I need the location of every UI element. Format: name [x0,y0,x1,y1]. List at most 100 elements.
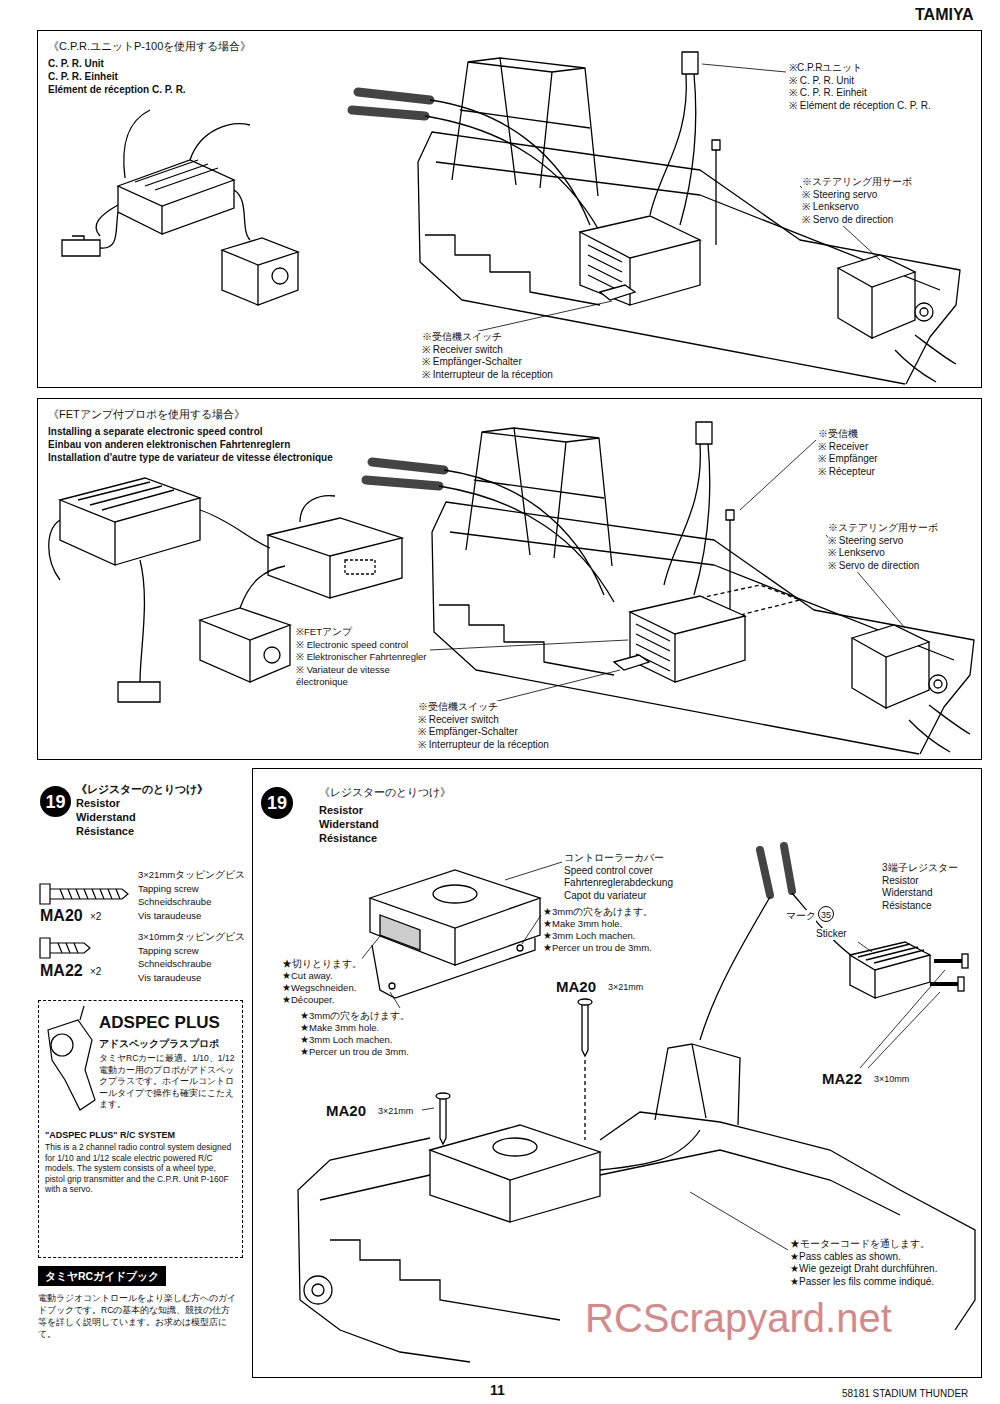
step-number-text: 19 [267,793,287,813]
line-art [430,1150,600,1222]
callout-text: ※ Empfänger-Schalter [422,356,553,369]
callout-text: ※ Receiver [818,441,878,454]
callout-group: 58181 STADIUM THUNDER [842,1388,968,1400]
callout-group: ★切りとります。★Cut away.★Wegschneiden.★Découpe… [282,958,362,1006]
screw-drawings [40,884,128,958]
line-art [580,216,700,258]
line-art [389,983,395,989]
callout-group: RCScrapyard.net [585,1296,892,1340]
line-art [852,638,929,708]
callout-text: ※ Steering servo [802,189,912,202]
advert-box: ADSPEC PLUSアドスペックプラスプロポタミヤRCカーに最適。1/10、1… [38,1000,243,1258]
callout-text: Tapping screw [138,944,245,958]
line-art [850,942,930,970]
callout-text: 3×21mmタッピングビス [138,868,245,882]
callout-text: ※受信機スイッチ [422,331,553,344]
line-art [312,1284,324,1296]
line-art [578,999,592,1005]
line-art [380,915,420,950]
callout-text: ※ Elément de réception C. P. R. [789,100,931,113]
step-number: 19 [261,787,293,819]
line-art [60,498,200,565]
callout-text: Sticker [816,928,847,940]
callout-text: ※ C. P. R. Einheit [789,87,931,100]
line-art [60,478,200,522]
line-art [930,961,962,984]
callout-text: ※ Lenkservo [828,547,938,560]
callout-group: 3端子レジスターResistorWiderstandRésistance [882,862,958,912]
callout-group: ※ステアリング用サーボ※ Steering servo※ Lenkservo※ … [828,522,938,572]
callout-text: 3×10mmタッピングビス [138,930,245,944]
callout-text: ※ Empfänger-Schalter [418,726,549,739]
callout-text: ★3mmの穴をあけます。 [543,906,653,918]
line-art [920,308,928,316]
dimension: 3×21mm [608,982,643,993]
callout-text: ★Percer un trou de 3mm. [543,942,653,954]
callout-text: ※ Receiver switch [418,714,549,727]
callout-text: ★Pass cables as shown. [790,1251,937,1264]
line-art [78,482,174,510]
line-art [655,1044,740,1125]
callout-text: マーク [786,910,816,922]
callout-text: ※ Elektronischer Fahrtenregler [296,651,428,664]
callout-text: ※ Interrupteur de la réception [422,369,553,382]
callout-text: 《レジスターのとりつけ》 [76,782,208,796]
callout-group: コントローラーカバーSpeed control coverFahrtenregl… [564,852,673,902]
line-art [268,518,402,556]
components-sketch-top [62,110,298,305]
line-art [366,422,974,754]
callout-text: Resistor [76,796,208,810]
callout-group: 3×21mmタッピングビスTapping screwSchneidschraub… [138,868,245,922]
node-text: Resistor [319,803,363,817]
callout-text: Vis taraudeuse [138,909,245,923]
callout-text: ★3mmの穴をあけます。 [300,1010,410,1022]
brand-name: TAMIYA [915,6,974,24]
callout-group: 11 [490,1382,505,1398]
line-art [430,1125,600,1180]
line-art [372,938,535,998]
callout-group: ★モーターコードを通します。★Pass cables as shown.★Wie… [790,1238,937,1288]
line-art [614,655,649,670]
node-text: タミヤRCガイドブック [45,1269,159,1283]
callout-text: ★3mm Loch machen. [543,930,653,942]
callout-group: MA20 [40,907,83,925]
callout-text: ★3mm Loch machen. [300,1034,410,1046]
callout-text: Speed control cover [564,865,673,878]
watermark: RCScrapyard.net [585,1296,892,1340]
line-art [370,898,540,965]
line-art [60,889,120,899]
callout-text: ★Wie gezeigt Draht durchführen. [790,1263,937,1276]
callout-text: ※FETアンプ [296,626,428,639]
line-art [582,1005,588,1056]
line-art [700,893,855,1040]
callout-group: ※FETアンプ※ Electronic speed control※ Elekt… [296,626,428,689]
part-code: MA22 [822,1070,862,1087]
callout-text: ★Wegschneiden. [282,982,362,994]
line-art [934,680,942,688]
line-art [268,535,402,598]
part-code: MA20 [326,1102,366,1119]
callout-text: ※ステアリング用サーボ [802,176,912,189]
callout-text: ※ステアリング用サーボ [828,522,938,535]
callout-text: Widerstand [882,887,958,900]
line-art [222,238,298,265]
dimension: 3×21mm [378,1106,413,1117]
node-text: Widerstand [319,817,379,831]
node-text: 《FETアンプ付プロポを使用する場合》 [48,407,245,421]
callout-group: ★3mmの穴をあけます。★Make 3mm hole.★3mm Loch mac… [543,906,653,954]
callout-text: ※ Variateur de vitesse électronique [296,664,428,689]
callout-text: ×2 [90,966,101,978]
line-art [440,1099,446,1144]
line-art [958,977,964,991]
callout-text: ★Passer les fils comme indiqué. [790,1276,937,1289]
callout-group: ※C.P.Rユニット※ C. P. R. Unit※ C. P. R. Einh… [789,62,931,112]
callout-text: ※ Receiver switch [422,344,553,357]
line-art [118,160,234,206]
line-art [100,212,118,248]
callout-text: 電動ラジオコントロールをより楽しむ方へのガイドブックです。RCの基本的な知識、競… [38,1292,238,1340]
callout-text: Fahrtenreglerabdeckung [564,877,673,890]
callout-group: TAMIYA [915,6,974,24]
node-text: ADSPEC PLUS [99,1013,220,1033]
line-art [915,303,933,321]
line-art [48,1020,95,1110]
